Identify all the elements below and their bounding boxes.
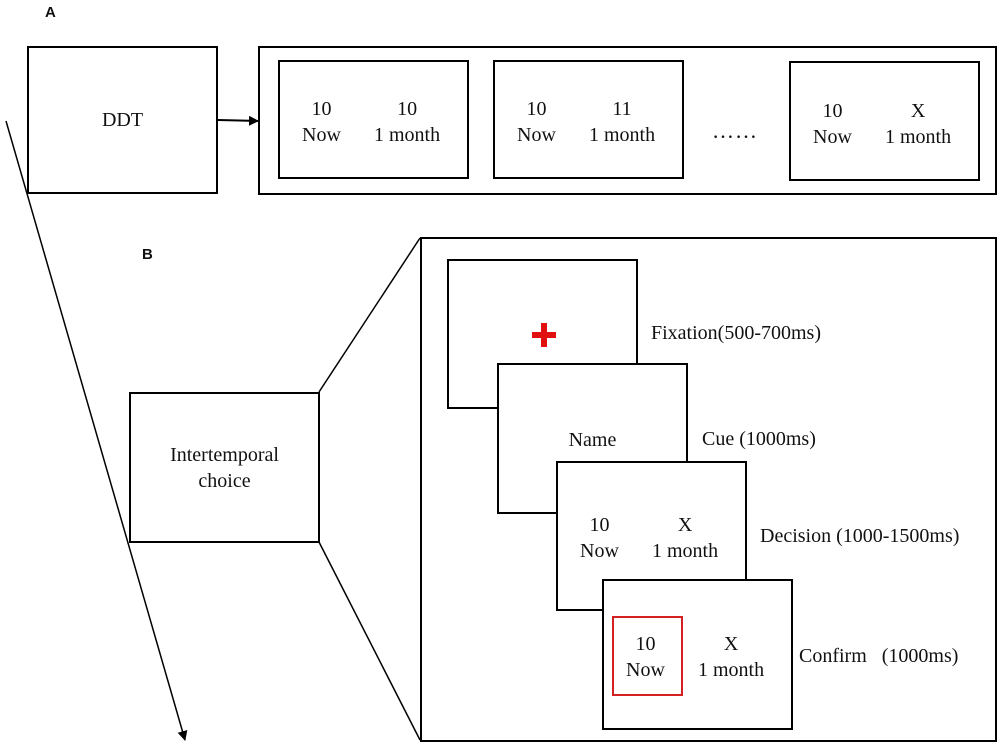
trial-n-small-amount: 10 bbox=[822, 100, 843, 122]
decision-stage-label: Decision (1000-1500ms) bbox=[760, 525, 960, 547]
intertemporal-choice-box: Intertemporal choice bbox=[129, 392, 320, 543]
trial-1-small-amount: 10 bbox=[311, 98, 332, 120]
decision-small-delay: Now bbox=[580, 540, 619, 562]
trial-n-small-delay: Now bbox=[813, 126, 852, 148]
task-label-line1: Intertemporal bbox=[170, 443, 279, 466]
decision-large-delay: 1 month bbox=[652, 540, 719, 562]
cue-name-text: Name bbox=[568, 429, 617, 451]
confirm-highlight-box bbox=[612, 616, 683, 696]
trial-2-small-option: 10 Now bbox=[517, 96, 556, 148]
fixation-stage-label: Fixation(500-700ms) bbox=[651, 322, 821, 344]
ddt-trial-2: 10 Now 11 1 month bbox=[493, 60, 684, 179]
confirm-large-delay: 1 month bbox=[698, 659, 765, 681]
ddt-arrow bbox=[217, 115, 259, 126]
trial-2-small-amount: 10 bbox=[526, 98, 547, 120]
confirm-small-amount: 10 bbox=[635, 633, 656, 655]
fixation-cross-icon bbox=[532, 323, 556, 347]
trial-2-large-delay: 1 month bbox=[589, 124, 656, 146]
zoom-line-top bbox=[318, 237, 421, 393]
decision-small-option: 10 Now bbox=[580, 512, 619, 564]
panel-a-label: A bbox=[45, 4, 56, 21]
trial-n-large-delay: 1 month bbox=[885, 126, 952, 148]
trial-2-large-amount: 11 bbox=[612, 98, 632, 120]
decision-large-option: X 1 month bbox=[652, 512, 718, 564]
ddt-trial-n: 10 Now X 1 month bbox=[789, 61, 980, 181]
decision-small-amount: 10 bbox=[589, 514, 610, 536]
confirm-stage-label: Confirm (1000ms) bbox=[799, 645, 959, 667]
confirm-small-delay: Now bbox=[626, 659, 665, 681]
trial-2-small-delay: Now bbox=[517, 124, 556, 146]
trial-1-large-option: 10 1 month bbox=[374, 96, 440, 148]
trial-1-small-option: 10 Now bbox=[302, 96, 341, 148]
confirm-large-option: X 1 month bbox=[698, 631, 764, 683]
ddt-box: DDT bbox=[27, 46, 218, 194]
decision-large-amount: X bbox=[677, 514, 693, 536]
timeline-arrow bbox=[5, 120, 188, 741]
trial-1-large-delay: 1 month bbox=[374, 124, 441, 146]
trial-n-small-option: 10 Now bbox=[813, 98, 852, 150]
zoom-line-bottom bbox=[318, 541, 421, 741]
confirm-large-amount: X bbox=[723, 633, 739, 655]
confirm-screen: 10 Now X 1 month bbox=[602, 579, 793, 730]
ddt-trial-1: 10 Now 10 1 month bbox=[278, 60, 469, 179]
ddt-label: DDT bbox=[101, 109, 144, 131]
trials-ellipsis: …… bbox=[712, 118, 758, 143]
task-label-line2: choice bbox=[198, 469, 251, 492]
confirm-small-option: 10 Now bbox=[626, 631, 665, 683]
trial-1-small-delay: Now bbox=[302, 124, 341, 146]
cue-stage-label: Cue (1000ms) bbox=[702, 428, 816, 450]
panel-b-label: B bbox=[142, 246, 153, 263]
trial-n-large-amount: X bbox=[910, 100, 926, 122]
trial-n-large-option: X 1 month bbox=[885, 98, 951, 150]
trial-1-large-amount: 10 bbox=[397, 98, 418, 120]
trial-2-large-option: 11 1 month bbox=[589, 96, 655, 148]
